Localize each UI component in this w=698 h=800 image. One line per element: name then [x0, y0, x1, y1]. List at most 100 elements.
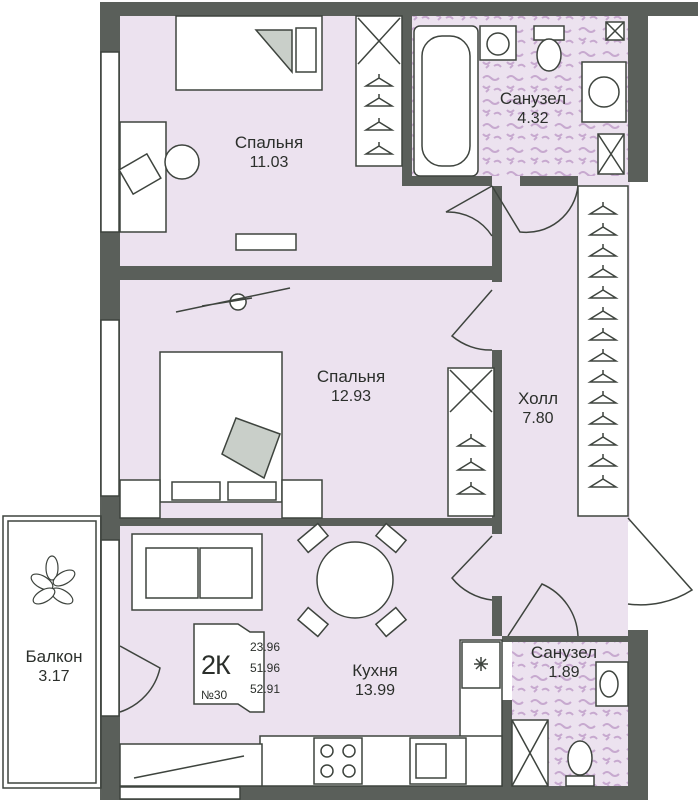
wall-kitchen-hall	[492, 596, 502, 636]
window-bedroom2	[100, 319, 120, 497]
apartment-area-with-balcony: 52.91	[250, 682, 281, 696]
pillow-left	[171, 481, 221, 501]
bathroom1-fixtures	[413, 21, 627, 177]
windows	[100, 51, 241, 800]
hanger	[587, 391, 619, 404]
sink2-bowl	[599, 670, 619, 698]
vent-box3-cross	[511, 719, 549, 787]
hanger	[363, 118, 395, 131]
balcony-outline	[2, 515, 102, 789]
door-bedroom2	[450, 289, 493, 351]
hanger	[455, 458, 487, 471]
window-kitchen-bottom	[119, 786, 241, 800]
double-bed	[159, 351, 283, 503]
stove	[313, 737, 363, 785]
outer-wall-top	[100, 2, 698, 16]
wall-bed2-kitchen	[120, 518, 502, 526]
hanger	[587, 433, 619, 446]
chair-bottom-right	[374, 606, 408, 638]
chair-bottom-left	[296, 606, 330, 638]
nightstand-right	[281, 479, 323, 519]
vent-box1-cross	[605, 21, 625, 41]
room-name: Санузел	[499, 89, 567, 108]
room-area: 12.93	[330, 388, 372, 406]
room-area: 11.03	[249, 154, 289, 172]
hanger	[587, 286, 619, 299]
room-label-kitchen: Кухня 13.99	[320, 660, 430, 701]
wardrobe2-cross	[449, 369, 493, 413]
room-area: 4.32	[517, 110, 549, 128]
burner	[342, 764, 356, 778]
bedroom2-furniture	[119, 287, 495, 519]
wall-bath-bottom	[402, 176, 492, 186]
balcony-door-swing	[119, 645, 161, 713]
wall-bath-bottom-right	[520, 176, 578, 186]
door-bathroom1	[491, 185, 579, 234]
leaf	[32, 587, 56, 605]
room-name: Балкон	[25, 647, 83, 666]
toilet1-tank	[533, 25, 565, 41]
apartment-area-living: 23.96	[250, 640, 281, 654]
plant-icon	[30, 555, 76, 605]
hanger	[587, 475, 619, 488]
sofa-seat-right	[199, 547, 253, 599]
room-area: 3.17	[38, 668, 70, 686]
leaf	[52, 569, 76, 587]
vent-box2-cross	[597, 133, 625, 175]
chair	[164, 144, 200, 180]
room-label-hall: Холл 7.80	[498, 388, 578, 429]
wall-bed2-hall	[492, 186, 502, 282]
bed-blanket	[254, 29, 293, 75]
ceiling-fan	[175, 287, 291, 313]
wall-bed2-hall-lower	[492, 350, 502, 534]
wardrobe2	[447, 367, 495, 517]
laptop	[118, 152, 162, 196]
doors	[445, 185, 694, 637]
bench	[235, 233, 297, 251]
burner	[320, 744, 334, 758]
pillow-right	[227, 481, 277, 501]
hanger	[587, 349, 619, 362]
hanger	[363, 142, 395, 155]
wall-bed1-bed2	[120, 266, 500, 280]
wardrobe1-cross	[357, 17, 401, 65]
door-bedroom1	[445, 185, 493, 237]
room-name: Санузел	[530, 643, 598, 662]
sink1-bowl	[486, 32, 510, 56]
room-name: Кухня	[352, 661, 398, 680]
bathtub-inner	[421, 35, 471, 167]
door-bathroom2	[507, 583, 579, 637]
sofa-seat-left	[145, 547, 199, 599]
pillow	[295, 27, 317, 73]
bedroom1-furniture	[118, 15, 403, 251]
double-bed-blanket	[221, 417, 281, 480]
hanger	[587, 223, 619, 236]
kitchen-sink-bowl	[415, 743, 447, 779]
toilet1-bowl	[536, 38, 562, 72]
hangers-bedroom2	[455, 434, 487, 495]
hanger	[587, 307, 619, 320]
apartment-area-total: 51.96	[250, 661, 281, 675]
hanger	[455, 482, 487, 495]
balcony-rail	[7, 520, 97, 784]
hangers-bedroom1	[363, 74, 395, 155]
hanger	[587, 265, 619, 278]
bathroom2-fixtures	[511, 661, 629, 787]
apartment-number: №30	[201, 688, 228, 702]
fridge-mark	[474, 657, 488, 671]
chair-top-left	[296, 522, 330, 554]
leaf	[45, 555, 59, 581]
hanger	[587, 454, 619, 467]
hanger	[587, 202, 619, 215]
window-bedroom1	[100, 51, 120, 233]
hanger	[455, 434, 487, 447]
outer-wall-right-lower	[628, 630, 648, 800]
door-kitchen	[451, 535, 493, 601]
balcony	[2, 515, 161, 789]
wall-bath2-top	[502, 636, 628, 642]
hanger	[363, 94, 395, 107]
room-label-bathroom1: Санузел 4.32	[478, 88, 588, 129]
window-kitchen-left	[100, 539, 120, 717]
room-label-bedroom1: Спальня 11.03	[214, 132, 324, 173]
